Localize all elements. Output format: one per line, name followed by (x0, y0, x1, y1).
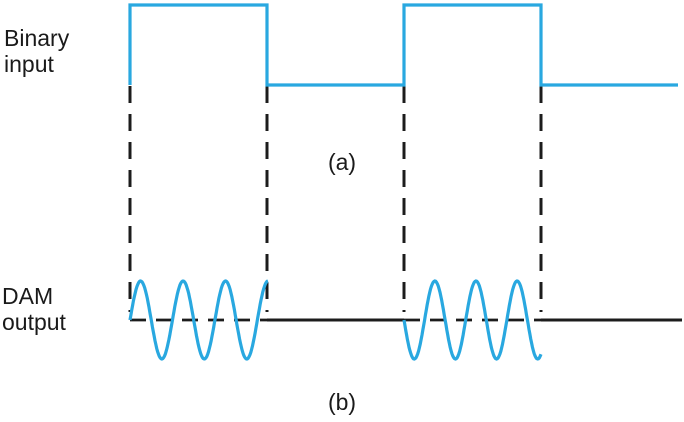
dam-output-label: DAM output (2, 283, 66, 335)
dam-sine-burst-2 (402, 279, 543, 361)
caption-b: (b) (327, 389, 357, 415)
caption-a: (a) (327, 149, 357, 175)
binary-input-label: Binary input (4, 25, 70, 77)
dam-sine-burst-1 (128, 279, 269, 361)
bit-boundary-dashed-lines (128, 86, 543, 312)
binary-input-square-wave (128, 3, 678, 87)
